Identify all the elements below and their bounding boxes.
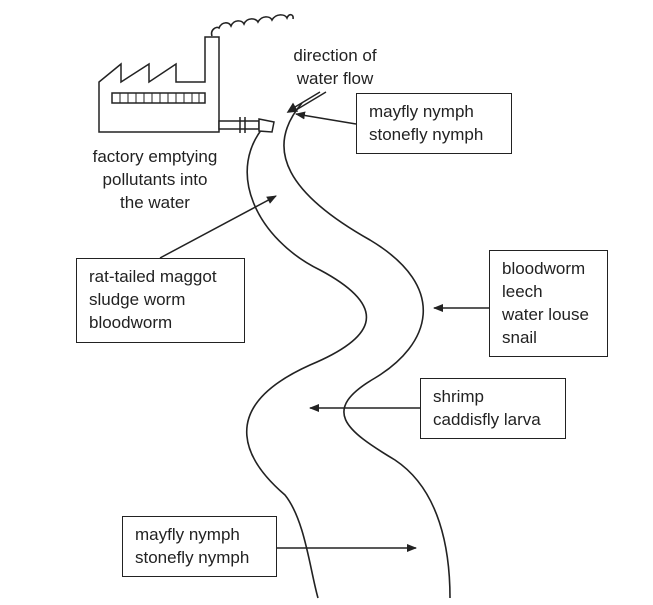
organism-label: snail: [502, 328, 537, 347]
organism-label: bloodworm: [89, 313, 173, 332]
organism-box-5: mayfly nymph stonefly nymph: [122, 516, 277, 577]
factory-label-line-1: factory emptying: [92, 147, 218, 166]
flow-direction-arrow: [286, 91, 327, 113]
organism-label: leech: [502, 282, 543, 301]
pointer-arrow-box-1: [295, 111, 357, 125]
flow-label-line-2: water flow: [296, 69, 374, 88]
organism-label: mayfly nymph: [135, 525, 240, 544]
organism-label: sludge worm: [89, 290, 186, 309]
organism-label: bloodworm: [502, 259, 586, 278]
organism-label: water louse: [502, 305, 589, 324]
organism-label: stonefly nymph: [369, 125, 484, 144]
organism-label: rat-tailed maggot: [89, 267, 217, 286]
factory-label-line-2: pollutants into: [102, 170, 208, 189]
river-left-bank: [245, 121, 368, 599]
river-right-bank: [283, 102, 451, 599]
organism-label: caddisfly larva: [433, 410, 541, 429]
organism-label: mayfly nymph: [369, 102, 474, 121]
organism-box-2: rat-tailed maggot sludge worm bloodworm: [76, 258, 245, 343]
organism-box-3: bloodworm leech water louse snail: [489, 250, 608, 357]
flow-label-line-1: direction of: [293, 46, 377, 65]
factory-label: factory emptying pollutants into the wat…: [80, 145, 230, 214]
organism-label: stonefly nymph: [135, 548, 250, 567]
pointer-arrow-box-2: [159, 195, 277, 259]
factory-icon: [98, 13, 294, 133]
organism-box-1: mayfly nymph stonefly nymph: [356, 93, 512, 154]
flow-direction-label: direction of water flow: [270, 44, 400, 90]
organism-box-4: shrimp caddisfly larva: [420, 378, 566, 439]
factory-label-line-3: the water: [120, 193, 190, 212]
organism-label: shrimp: [433, 387, 485, 406]
